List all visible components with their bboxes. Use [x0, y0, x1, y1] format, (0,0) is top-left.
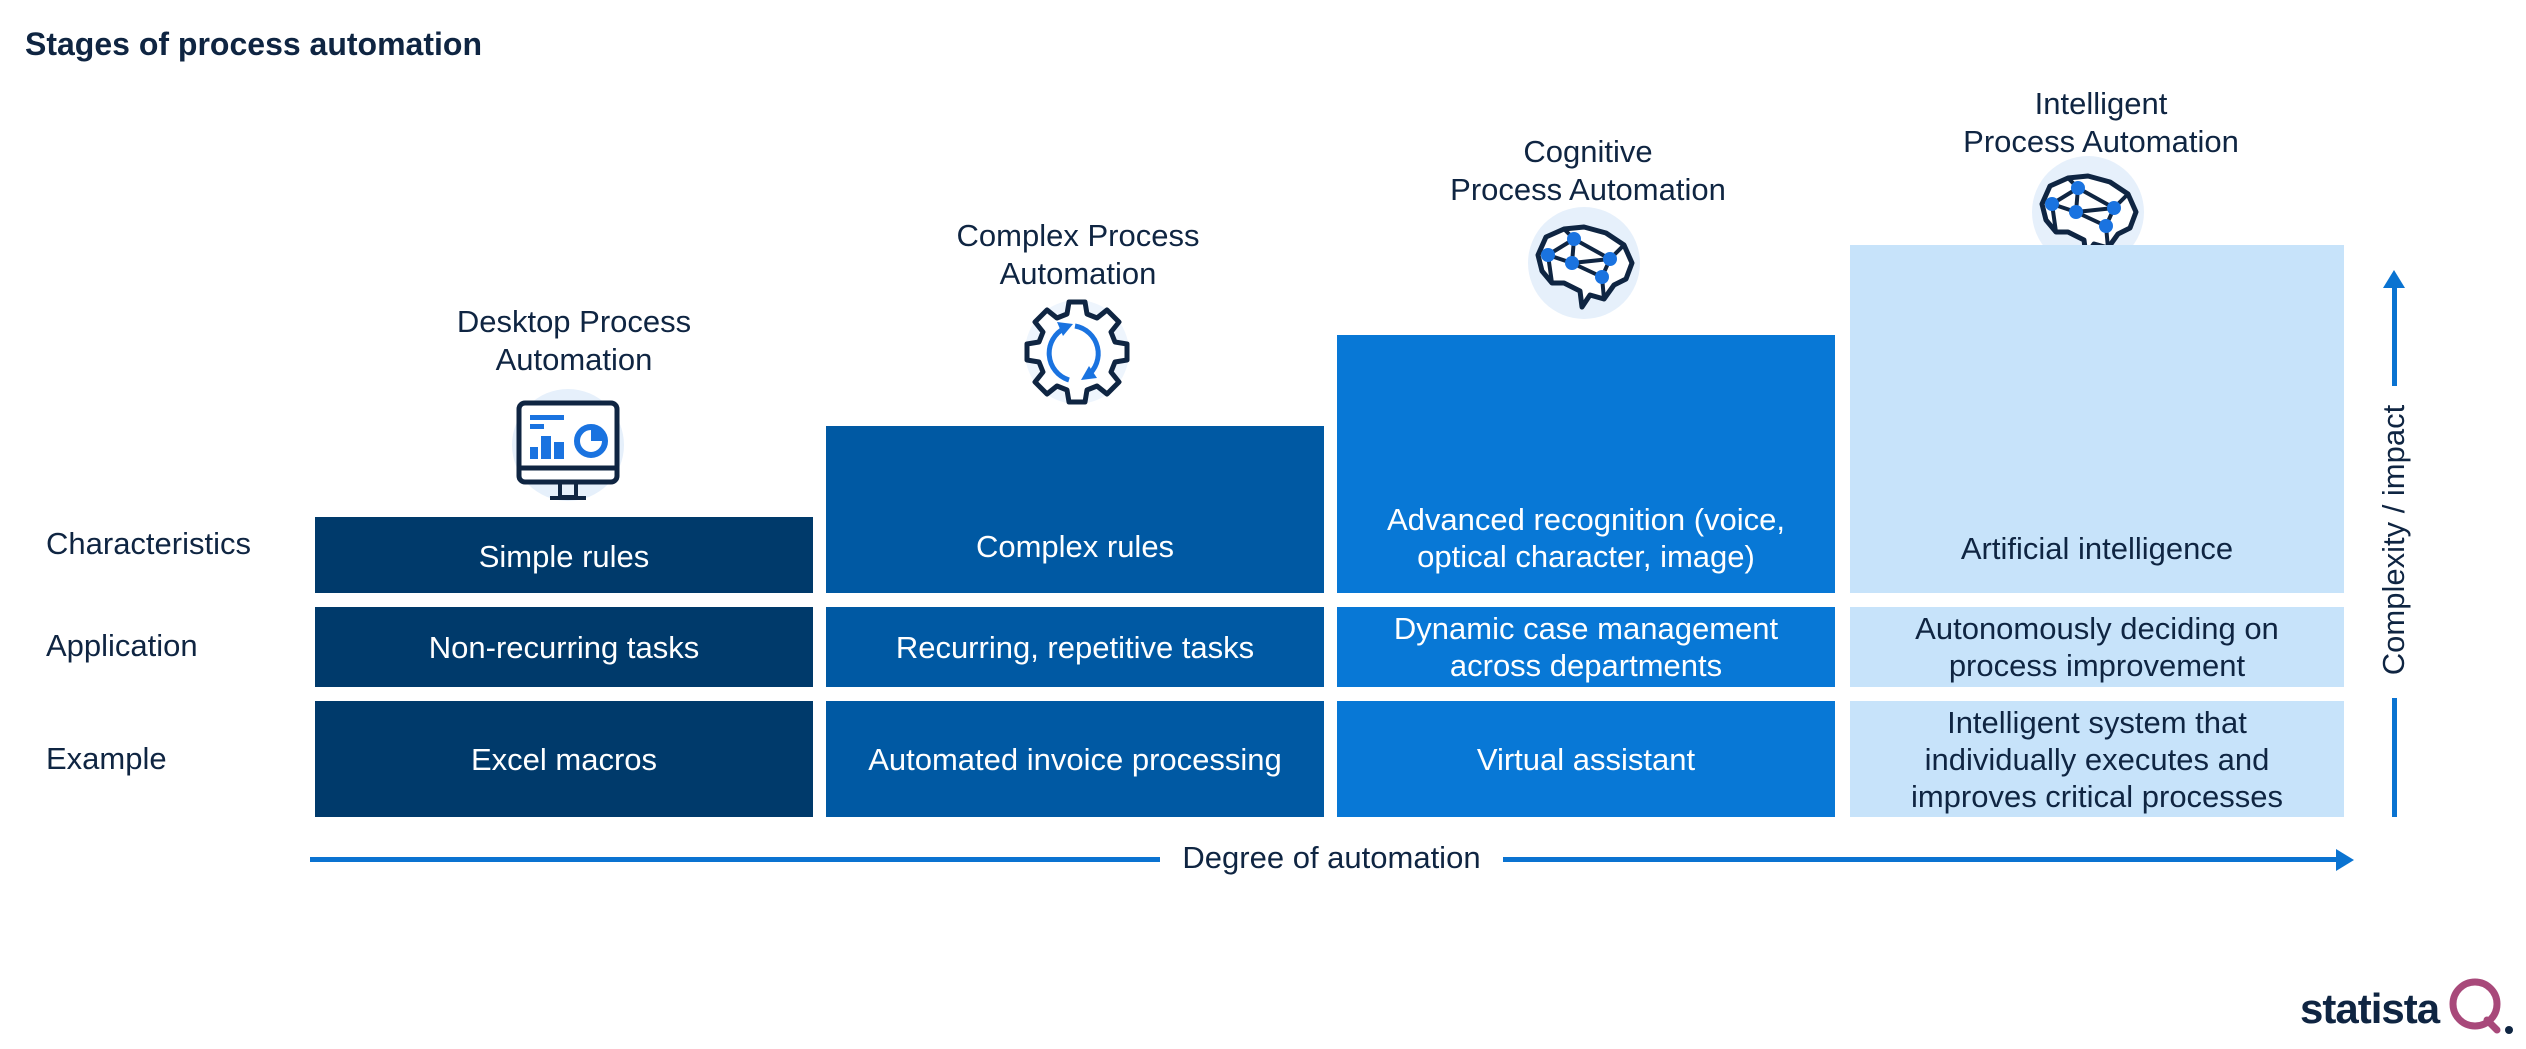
application-cell: Autonomously deciding on process improve… [1850, 607, 2344, 687]
cell-text: Simple rules [478, 539, 650, 574]
brain-network-icon [1528, 207, 1640, 319]
cell-text: Automated invoice processing [868, 741, 1282, 777]
brain-network-icon [2032, 156, 2144, 268]
x-axis-label: Degree of automation [1182, 840, 1481, 875]
characteristics-cell: Simple rules [315, 517, 813, 593]
row-label-characteristics: Characteristics [46, 526, 251, 561]
y-axis-line-bottom [2392, 698, 2397, 817]
cell-text: Dynamic case management [1393, 611, 1779, 646]
cell-text: Recurring, repetitive tasks [895, 629, 1255, 665]
cell-text: Excel macros [470, 741, 658, 777]
cell-text: optical character, image) [1417, 539, 1755, 574]
statista-q-icon [2449, 978, 2514, 1034]
application-cell: Dynamic case management across departmen… [1337, 607, 1835, 687]
stage-title-desktop: Desktop Process Automation [324, 303, 824, 379]
y-axis-arrow-icon [2383, 270, 2405, 288]
cell-text: process improvement [1948, 648, 2246, 683]
stage-title-line: Automation [495, 342, 653, 377]
stage-title-intelligent: Intelligent Process Automation [1851, 85, 2351, 161]
cell-text: Virtual assistant [1476, 741, 1696, 777]
cell-text: across departments [1449, 648, 1723, 683]
cell-text: improves critical processes [1910, 778, 2284, 814]
statista-logo: statista [2300, 978, 2517, 1038]
characteristics-cell: Complex rules [826, 426, 1324, 593]
example-cell: Intelligent system that individually exe… [1850, 701, 2344, 817]
cell-text: individually executes and [1924, 741, 2270, 777]
stage-title-line: Process Automation [1450, 172, 1726, 207]
stage-title-line: Process Automation [1963, 124, 2239, 159]
cell-text: Autonomously deciding on [1915, 611, 2279, 646]
x-axis-line-left [310, 857, 1160, 862]
stage-title-complex: Complex Process Automation [828, 217, 1328, 293]
cell-text: Complex rules [975, 529, 1175, 564]
characteristics-cell: Artificial intelligence [1850, 245, 2344, 593]
x-axis-arrow-icon [2336, 849, 2354, 871]
cell-text: Non-recurring tasks [428, 629, 700, 665]
example-cell: Automated invoice processing [826, 701, 1324, 817]
application-cell: Non-recurring tasks [315, 607, 813, 687]
desktop-dashboard-icon [512, 389, 624, 501]
cell-text: Advanced recognition (voice, [1386, 502, 1786, 537]
y-axis-label: Complexity / impact [2376, 404, 2411, 676]
example-cell: Virtual assistant [1337, 701, 1835, 817]
logo-text: statista [2300, 985, 2440, 1032]
row-label-application: Application [46, 628, 198, 663]
cell-text: Intelligent system that [1947, 704, 2247, 740]
cell-text: Artificial intelligence [1960, 531, 2234, 566]
stage-title-cognitive: Cognitive Process Automation [1338, 133, 1838, 209]
example-cell: Excel macros [315, 701, 813, 817]
row-label-example: Example [46, 741, 167, 776]
application-cell: Recurring, repetitive tasks [826, 607, 1324, 687]
gear-refresh-icon [1024, 299, 1130, 405]
stage-title-line: Complex Process [956, 218, 1200, 253]
stage-title-line: Desktop Process [456, 304, 692, 339]
y-axis-line-top [2392, 286, 2397, 386]
stage-title-line: Automation [999, 256, 1157, 291]
stage-title-line: Intelligent [2034, 86, 2168, 121]
characteristics-cell: Advanced recognition (voice, optical cha… [1337, 335, 1835, 593]
chart-title: Stages of process automation [25, 26, 482, 62]
x-axis-line-right [1503, 857, 2339, 862]
stage-title-line: Cognitive [1523, 134, 1653, 169]
